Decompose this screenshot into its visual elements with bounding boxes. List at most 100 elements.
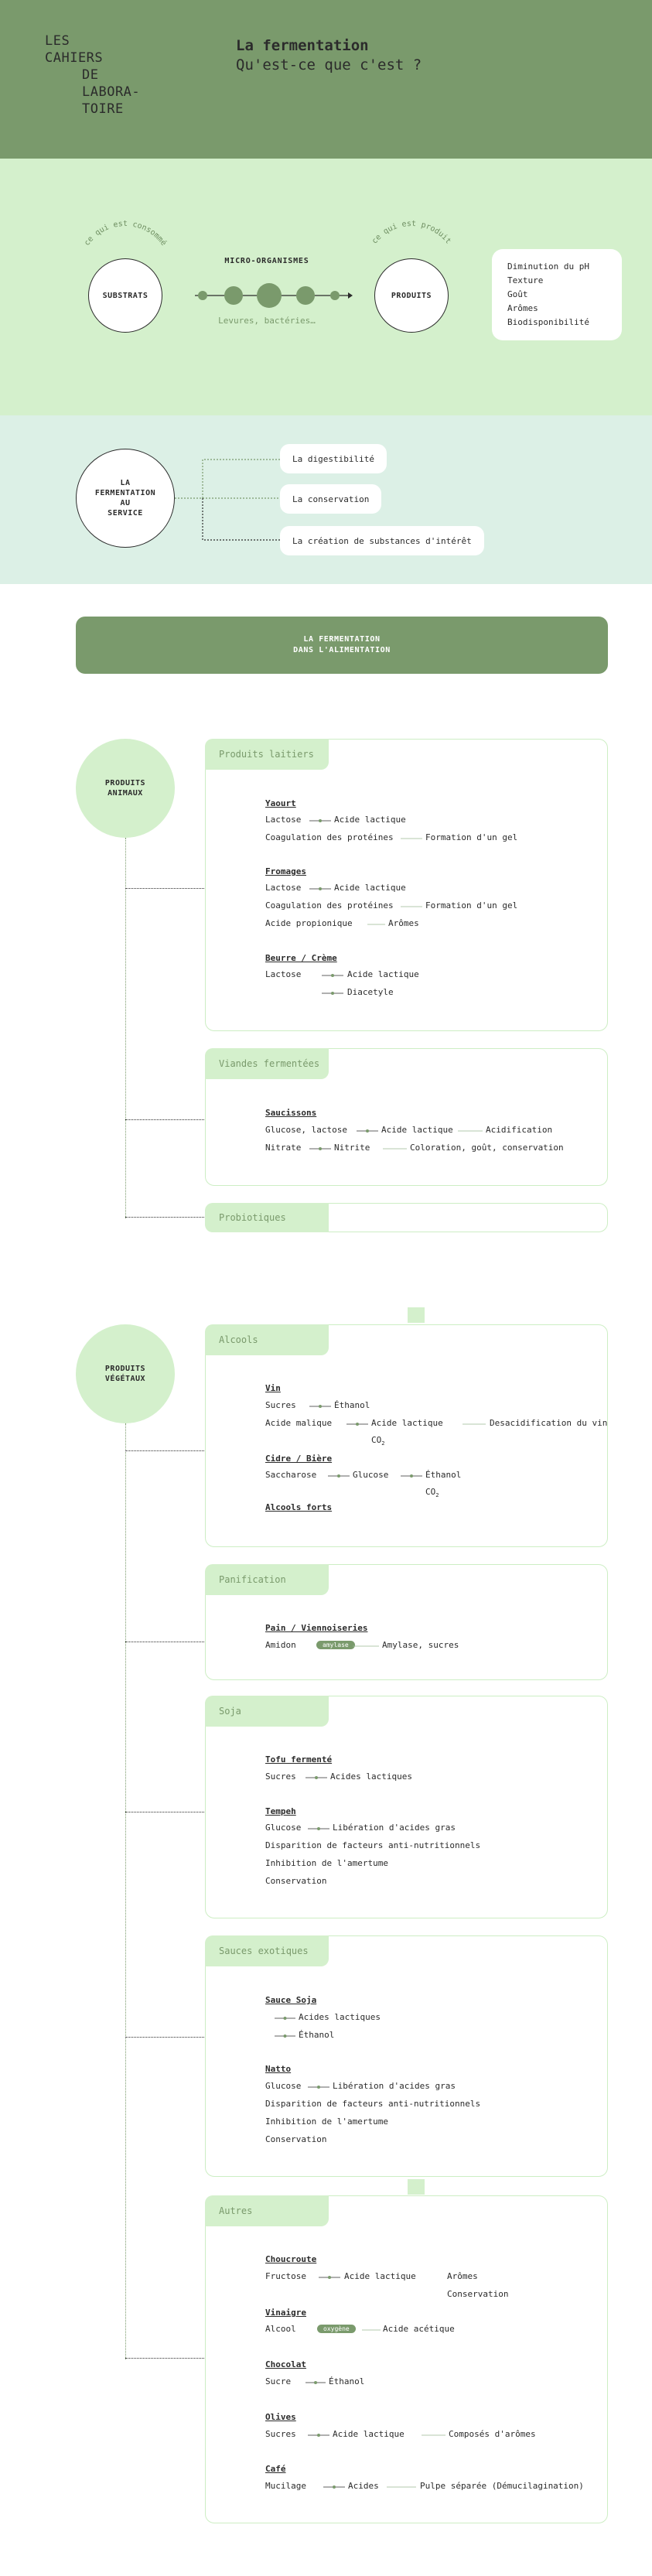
flow-text: Glucose, lactose [265,1125,347,1135]
flow-text: Libération d'acides gras [333,2081,456,2091]
substrats-circle: SUBSTRATS [88,258,162,333]
card-tab: Soja [205,1696,329,1727]
product-title: Vinaigre [265,2308,306,2318]
card-soja [205,1696,608,1918]
result-item: Diminution du pH [507,261,589,272]
flow-text: Acide lactique [334,815,406,825]
animal-connector [125,1217,206,1218]
flow-text: Coagulation des protéines [265,832,394,842]
banner-line: DANS L'ALIMENTATION [293,646,391,654]
flow-text: Lactose [265,815,302,825]
flow-text: Inhibition de l'amertume [265,1858,388,1868]
flow-text: Éthanol [425,1470,462,1480]
flow-text: Lactose [265,969,302,979]
card-tab: Autres [205,2195,329,2226]
page-title: La fermentation [236,37,369,54]
banner-line: LA FERMENTATION [303,635,381,644]
result-item: Goût [507,289,528,299]
service-circle: LA FERMENTATION AU SERVICE [76,449,175,548]
card-tab: Sauces exotiques [205,1935,329,1966]
flow-text: Coagulation des protéines [265,900,394,910]
flow-text: Composés d'arômes [449,2429,536,2439]
product-title: Pain / Viennoiseries [265,1623,368,1633]
card-tab: Produits laitiers [205,739,329,770]
header [0,0,652,159]
flow-text: Fructose [265,2271,306,2281]
flow-text: Éthanol [329,2376,365,2386]
flow-text: Acide lactique [344,2271,416,2281]
flow-text: Formation d'un gel [425,900,518,910]
product-title: Alcools forts [265,1502,333,1512]
micro-organismes-title: MICRO-ORGANISMES [224,257,309,265]
card-tab: Probiotiques [205,1203,329,1232]
service-label-line: SERVICE [108,509,143,518]
flow-text: Acides [348,2481,379,2491]
product-title: Cidre / Bière [265,1454,333,1464]
service-label-line: FERMENTATION [94,489,156,497]
flow-text: Arômes [447,2271,478,2281]
product-title: Tempeh [265,1806,296,1816]
flow-text: CO2 [425,1487,439,1499]
product-title: Choucroute [265,2254,317,2264]
co2-text: CO [425,1487,436,1497]
group-label-line: ANIMAUX [108,789,143,798]
produits-circle: PRODUITS [374,258,449,333]
product-title: Vin [265,1383,281,1393]
micro-organismes-subtitle: Levures, bactéries… [218,316,316,326]
flow-text: Acide lactique [347,969,419,979]
card-autres [205,2195,608,2523]
flow-text: Conservation [265,2134,327,2144]
flow-text: Glucose [265,1823,302,1833]
flow-text: Sucres [265,1771,296,1782]
animal-vertical-line [125,838,126,1218]
flow-text: Disparition de facteurs anti-nutritionne… [265,2099,481,2109]
product-title: Beurre / Crème [265,953,337,963]
result-item: Arômes [507,303,538,313]
product-title: Sauce Soja [265,1995,317,2005]
group-label-line: PRODUITS [104,1365,146,1373]
product-title: Tofu fermenté [265,1754,333,1765]
card-tab: Panification [205,1564,329,1595]
result-item: Biodisponibilité [507,317,589,327]
product-title: Natto [265,2064,292,2074]
service-label-line: LA [120,479,131,487]
flow-text: Acide lactique [381,1125,453,1135]
flow-text: Acide propionique [265,918,353,928]
flow-text: Formation d'un gel [425,832,518,842]
flow-text: Conservation [265,1876,327,1886]
flow-text: Mucilage [265,2481,306,2491]
flow-text: Sucres [265,1400,296,1410]
service-item: La création de substances d'intérêt [280,526,484,555]
flow-text: Alcool [265,2324,296,2334]
card-alcools [205,1324,608,1547]
result-item: Texture [507,275,544,285]
flow-text: Glucose [265,2081,302,2091]
flow-text: Acide acétique [383,2324,455,2334]
flow-text: Saccharose [265,1470,317,1480]
produits-vegetaux-circle: PRODUITS VÉGÉTAUX [76,1324,175,1423]
flow-text: Éthanol [299,2030,335,2040]
flow-text: Acides lactiques [299,2012,381,2022]
brand-logo: LES CAHIERS DE LABORA- TOIRE [45,32,140,118]
flow-text: Sucres [265,2429,296,2439]
product-title: Olives [265,2412,296,2422]
flow-text: Disparition de facteurs anti-nutritionne… [265,1840,481,1850]
brand-line: CAHIERS [45,50,104,66]
flow-text: Acide lactique [371,1418,443,1428]
flow-text: Inhibition de l'amertume [265,2116,388,2127]
brand-line: LES [45,33,70,49]
flow-text: Nitrate [265,1143,302,1153]
flow-text: Acides lactiques [330,1771,412,1782]
service-item: La digestibilité [280,444,387,473]
flow-text: Acide lactique [333,2429,405,2439]
group-label-line: PRODUITS [104,779,146,787]
vegetal-connector [125,1450,206,1451]
flow-text: Amylase, sucres [382,1640,459,1650]
product-title: Chocolat [265,2359,306,2369]
oxygen-tag: oxygène [317,2325,356,2333]
service-item: La conservation [280,484,382,514]
card-tab: Viandes fermentées [205,1048,329,1079]
alimentation-banner: LA FERMENTATION DANS L'ALIMENTATION [76,617,608,674]
flow-text: Acide malique [265,1418,333,1428]
results-box: Diminution du pH Texture Goût Arômes Bio… [492,249,622,340]
